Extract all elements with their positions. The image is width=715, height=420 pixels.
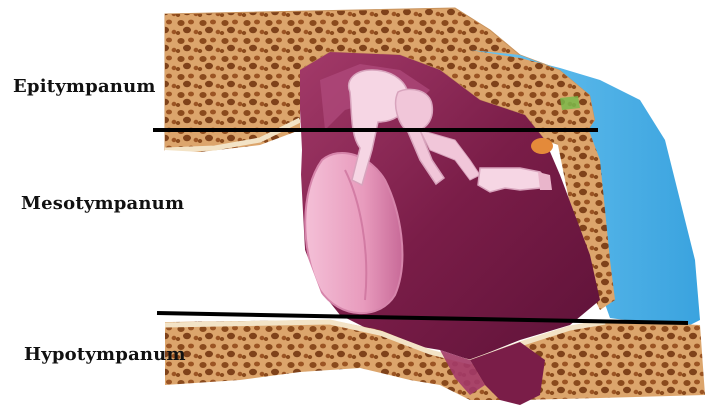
label-epitympanum: Epitympanum — [13, 76, 156, 97]
label-hypotympanum: Hypotympanum — [24, 344, 186, 365]
label-mesotympanum: Mesotympanum — [21, 193, 184, 214]
stapes — [478, 168, 548, 192]
chorda-tympani — [531, 138, 553, 154]
canal-marker — [560, 96, 580, 110]
